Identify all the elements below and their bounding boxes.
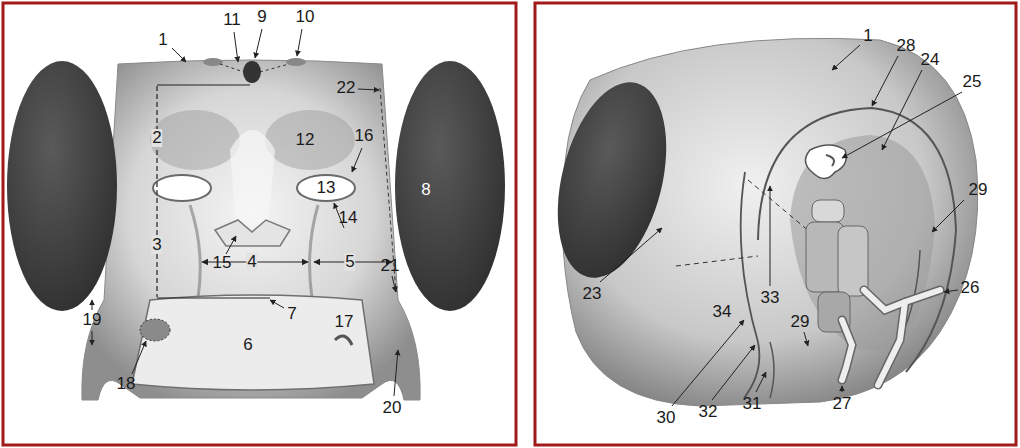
callout-number: 19 [82,311,103,329]
callout-number: 26 [960,279,981,297]
callout-number: 2 [151,129,162,147]
callout-number: 1 [157,31,168,49]
callout-number: 32 [698,403,719,421]
callout-number: 22 [336,79,357,97]
callout-number: 27 [832,395,853,413]
callout-number: 7 [286,305,297,323]
panel-frame [535,3,1016,445]
callout-number: 20 [382,399,403,417]
lateral-head [539,38,977,406]
panel-frame [3,3,516,445]
callout-number: 1 [862,27,873,45]
callout-number: 13 [316,179,337,197]
callout-number: 24 [920,51,941,69]
callout-number: 31 [742,395,763,413]
callout-number: 16 [354,127,375,145]
callout-number: 10 [295,8,316,26]
callout-number: 12 [295,131,316,149]
callout-number: 18 [116,375,137,393]
callout-number: 11 [222,11,242,29]
callout-number: 28 [896,37,917,55]
frontal-head [7,29,505,400]
callout-number: 23 [582,285,603,303]
callout-number: 4 [246,253,257,271]
callout-number: 29 [968,181,989,199]
callout-number: 14 [338,209,359,227]
callout-number: 6 [242,336,253,354]
callout-number: 21 [380,257,401,275]
callout-number: 34 [712,303,733,321]
callout-number: 30 [656,409,677,427]
callout-number: 5 [344,253,355,271]
callout-number: 17 [334,313,355,331]
callout-number: 8 [420,181,431,199]
callout-number: 15 [212,254,233,272]
callout-number: 9 [256,8,267,26]
callout-number: 3 [151,236,162,254]
callout-number: 33 [760,289,781,307]
callout-number: 29 [790,313,811,331]
callout-number: 25 [962,73,983,91]
